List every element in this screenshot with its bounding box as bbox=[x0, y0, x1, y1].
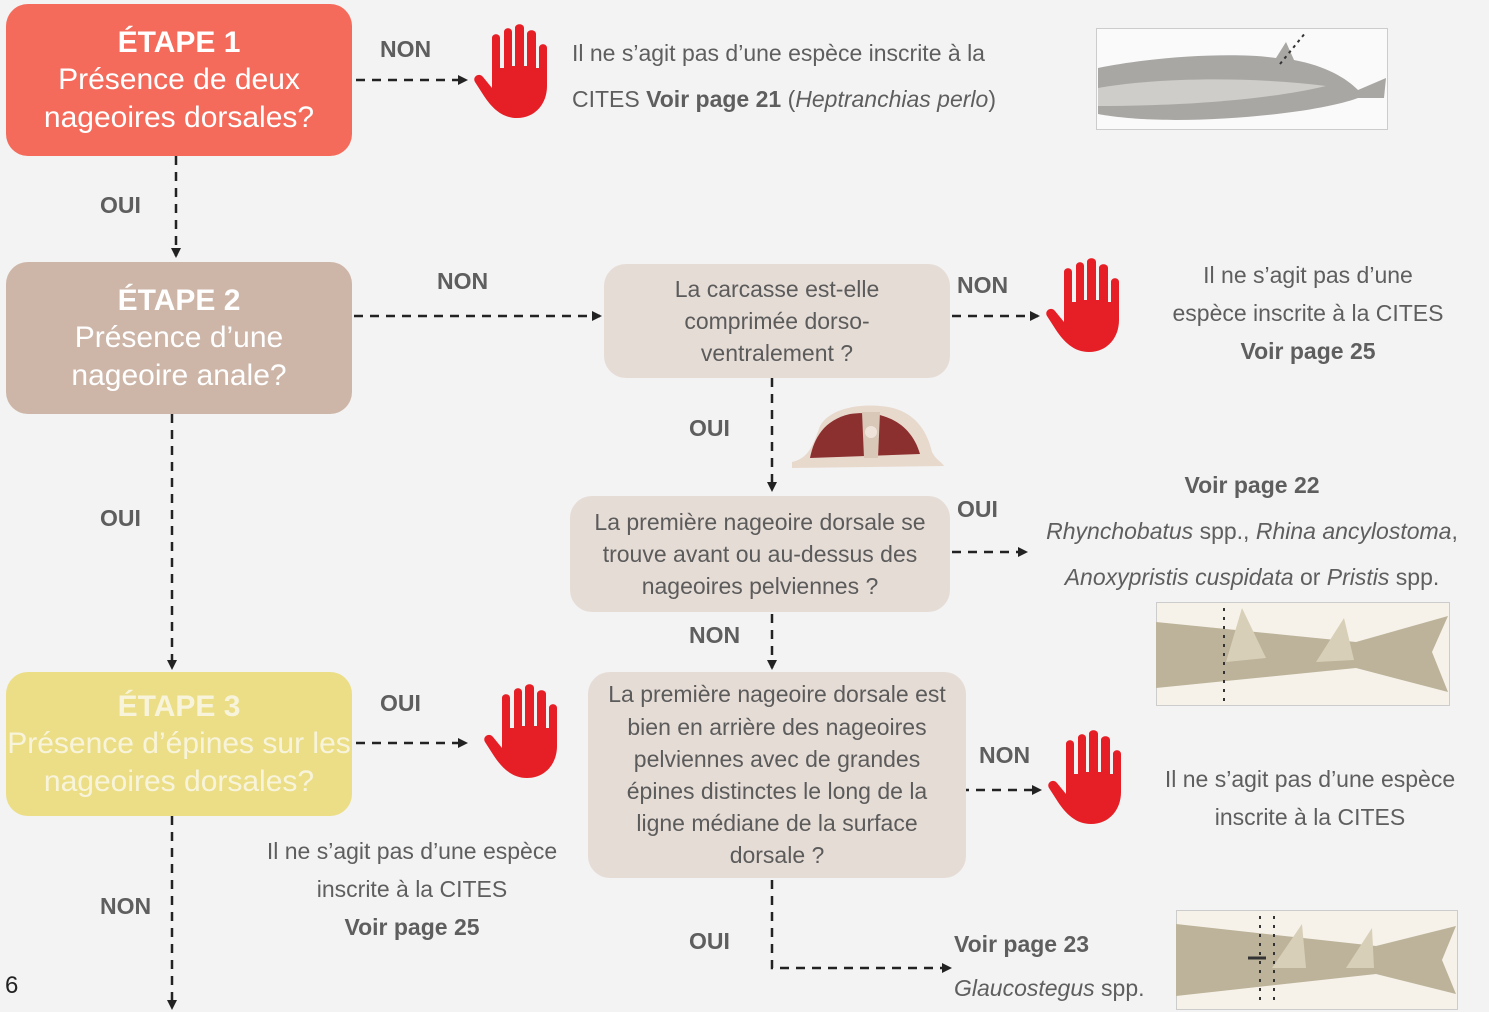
label-step3-oui: OUI bbox=[380, 690, 421, 716]
stop-hand-icon bbox=[474, 24, 547, 118]
question-carcass-text: La carcasse est-elle comprimée dorso-ven… bbox=[674, 275, 880, 367]
result-q2-oui: Voir page 22 Rhynchobatus spp., Rhina an… bbox=[1046, 472, 1458, 590]
label-q3-oui: OUI bbox=[689, 928, 730, 954]
question-dorsal-before-text: La première nageoire dorsale se trouve a… bbox=[594, 508, 926, 600]
step-1-box: ÉTAPE 1 Présence de deux nageoires dorsa… bbox=[6, 4, 352, 156]
result-step1-page: Voir page 21 bbox=[646, 86, 782, 112]
question-dorsal-behind-box: La première nageoire dorsale est bien en… bbox=[588, 672, 966, 878]
question-dorsal-before-box: La première nageoire dorsale se trouve a… bbox=[570, 496, 950, 612]
step-2-question: Présence d’une nageoire anale? bbox=[71, 321, 287, 392]
guitarfish-dorsal-image bbox=[1176, 910, 1458, 1010]
question-carcass-box: La carcasse est-elle comprimée dorso-ven… bbox=[604, 264, 950, 378]
label-q3-non: NON bbox=[979, 742, 1031, 768]
result-q2-page: Voir page 22 bbox=[1184, 472, 1320, 498]
result-step1-line1: Il ne s’agit pas d’une espèce inscrite à… bbox=[572, 40, 985, 66]
step-3-question: Présence d’épines sur les nageoires dors… bbox=[7, 727, 351, 798]
label-q2-non: NON bbox=[689, 622, 741, 648]
result-q3-page: Voir page 23 bbox=[954, 931, 1090, 957]
result-q3-non: Il ne s’agit pas d’une espèce inscrite à… bbox=[1164, 766, 1456, 830]
ray-dorsal-image bbox=[1156, 602, 1450, 706]
label-q2-oui: OUI bbox=[957, 496, 998, 522]
label-step3-non: NON bbox=[100, 893, 152, 919]
label-step2-non: NON bbox=[437, 268, 489, 294]
step-3-box: ÉTAPE 3 Présence d’épines sur les nageoi… bbox=[6, 672, 352, 816]
question-dorsal-behind-text: La première nageoire dorsale est bien en… bbox=[608, 681, 946, 869]
step-2-title: ÉTAPE 2 bbox=[117, 283, 241, 317]
label-q1-non: NON bbox=[957, 272, 1009, 298]
label-step2-oui: OUI bbox=[100, 505, 141, 531]
label-step1-non: NON bbox=[380, 36, 432, 62]
stop-hand-icon bbox=[1048, 730, 1121, 824]
result-q3-oui: Voir page 23 Glaucostegus spp. bbox=[954, 931, 1145, 1001]
result-step1-species: Heptranchias perlo bbox=[795, 86, 989, 112]
step-2-box: ÉTAPE 2 Présence d’une nageoire anale? bbox=[6, 262, 352, 414]
arrow-q3-oui bbox=[770, 880, 952, 973]
result-q1-non: Il ne s’agit pas d’une espèce inscrite à… bbox=[1172, 262, 1444, 364]
label-q1-oui: OUI bbox=[689, 415, 730, 441]
page-number: 6 bbox=[5, 972, 19, 999]
result-step3-page: Voir page 25 bbox=[344, 914, 480, 940]
step-3-title: ÉTAPE 3 bbox=[117, 689, 241, 723]
carcass-cross-section-image bbox=[792, 405, 944, 468]
result-step1-non: Il ne s’agit pas d’une espèce inscrite à… bbox=[572, 30, 996, 122]
shark-side-image bbox=[1096, 28, 1388, 130]
stop-hand-icon bbox=[1046, 258, 1119, 352]
step-1-question: Présence de deux nageoires dorsales? bbox=[43, 63, 315, 134]
label-step1-oui: OUI bbox=[100, 192, 141, 218]
stop-hand-icon bbox=[484, 684, 557, 778]
result-step3-oui: Il ne s’agit pas d’une espèce inscrite à… bbox=[266, 838, 558, 940]
result-step1-line2: CITES Voir page 21 (Heptranchias perlo) bbox=[572, 86, 996, 112]
step-1-title: ÉTAPE 1 bbox=[117, 25, 241, 59]
result-q1-page: Voir page 25 bbox=[1240, 338, 1376, 364]
